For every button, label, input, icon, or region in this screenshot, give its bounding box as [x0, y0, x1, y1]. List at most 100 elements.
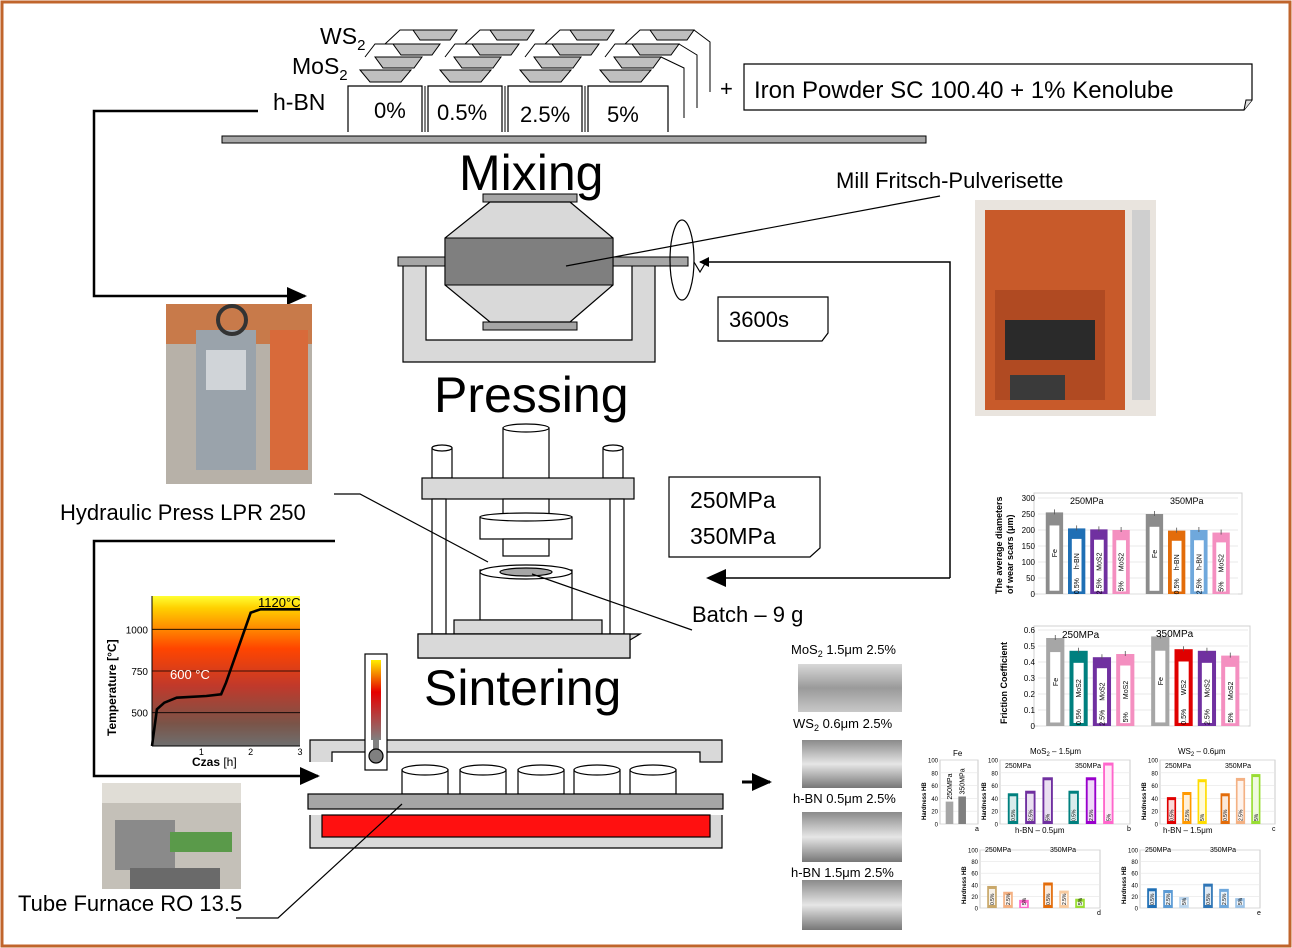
ytick: 0 — [1031, 722, 1036, 731]
flow-arrow-to-furnace — [92, 539, 335, 785]
sample-photo-mos2 — [798, 664, 902, 712]
temperature-xtick: 1 — [199, 747, 204, 757]
bar-inner — [1178, 661, 1189, 723]
bar-label: h-BN — [1074, 553, 1081, 569]
hardness-ylabel: Hardness HB — [922, 782, 928, 820]
hardness-bar-inner — [1087, 780, 1095, 821]
ytick: 0.6 — [1024, 626, 1036, 635]
temperature-ytick: 500 — [131, 709, 148, 720]
ytick: 0.3 — [1024, 674, 1036, 683]
hardness-bar-inner — [1027, 793, 1034, 821]
hardness-bar-inner — [1252, 777, 1259, 821]
hbn-label: h-BN — [273, 89, 325, 115]
ytick: 40 — [991, 797, 998, 803]
stage-sintering: Sintering — [424, 660, 621, 716]
hardness-bar-inner — [1168, 800, 1175, 821]
hardness-title-hbn-05: h-BN – 0.5μm — [1015, 826, 1065, 835]
plus-sign: + — [720, 76, 733, 101]
ytick: 80 — [1151, 771, 1158, 777]
ytick: 150 — [1022, 542, 1036, 551]
hardness-bar-label: 250MPa — [947, 773, 954, 799]
ytick: 0.2 — [1024, 690, 1036, 699]
sample-label-ws2: WS2 0.6μm 2.5% — [793, 716, 893, 733]
bar-pct-label: 2.5% — [1196, 578, 1203, 594]
hardness-group-label: 250MPa — [1005, 763, 1031, 770]
bar-inner — [1194, 540, 1204, 592]
bar-label: MoS2 — [1119, 553, 1126, 571]
hardness-bar-inner — [1070, 793, 1077, 821]
mos2-label: MoS2 — [292, 53, 348, 84]
press — [417, 423, 643, 659]
ytick: 60 — [971, 872, 978, 878]
ytick: 80 — [971, 860, 978, 866]
hardness-bar-inner — [988, 888, 996, 905]
hardness-ylabel: Hardness HB — [1142, 782, 1148, 820]
stage-pressing: Pressing — [434, 367, 629, 423]
sample-label-mos2: MoS2 1.5μm 2.5% — [791, 642, 896, 659]
hardness-pct-label: 0.5% — [1223, 809, 1229, 821]
sample-label-hbn-15: h-BN 1.5μm 2.5% — [791, 865, 894, 880]
ytick: 200 — [1022, 526, 1036, 535]
ytick: 0.4 — [1024, 658, 1036, 667]
hardness-bar — [958, 796, 966, 824]
ytick: 20 — [1131, 895, 1138, 901]
hardness-pct-label: 2.5% — [1062, 893, 1068, 905]
press-callout — [334, 493, 489, 563]
ytick: 40 — [971, 883, 978, 889]
loop-arrow-top — [699, 257, 951, 578]
bin-label-1: 0.5% — [437, 100, 487, 125]
friction-group-350: 350MPa — [1156, 629, 1194, 640]
ytick: 0 — [995, 823, 999, 829]
temperature-xlabel: Czas [h] — [192, 755, 237, 769]
hardness-bar-inner — [1236, 901, 1244, 906]
bar-inner — [1071, 538, 1082, 592]
hardness-bar-inner — [1183, 795, 1190, 821]
hardness-pct-label: 0.5% — [1170, 809, 1176, 821]
temperature-peak-annotation: 1120°C — [258, 595, 301, 610]
hardness-bar-inner — [1237, 780, 1244, 821]
hardness-pct-label: 5% — [1106, 813, 1112, 821]
hardness-title-hbn-15: h-BN – 1.5μm — [1163, 826, 1213, 835]
sample-photo-ws2 — [802, 740, 902, 788]
hardness-pct-label: 2.5% — [1166, 893, 1172, 905]
hardness-pct-label: 0.5% — [1150, 893, 1156, 905]
ytick: 100 — [1148, 759, 1159, 765]
ytick: 80 — [991, 771, 998, 777]
ytick: 60 — [931, 784, 938, 790]
hardness-pct-label: 0.5% — [1206, 893, 1212, 905]
hardness-pct-label: 2.5% — [1185, 809, 1191, 821]
mill-label: Mill Fritsch-Pulverisette — [836, 168, 1063, 193]
bar-inner — [1094, 539, 1104, 592]
ytick: 60 — [991, 784, 998, 790]
hardness-bar — [945, 801, 954, 824]
hardness-pct-label: 0.5% — [1072, 809, 1078, 821]
hardness-bar-inner — [1164, 893, 1172, 905]
hardness-bar-inner — [1060, 893, 1068, 905]
hardness-pct-label: 5% — [1046, 813, 1052, 821]
photo-furnace — [102, 783, 241, 889]
hardness-group-label: 350MPa — [1075, 763, 1101, 770]
hardness-pct-label: 5% — [1200, 813, 1206, 821]
bar-label: Fe — [1158, 677, 1165, 685]
hardness-pct-label: 5% — [1022, 897, 1028, 905]
ytick: 0.1 — [1024, 706, 1036, 715]
time-box: 3600s — [717, 296, 829, 342]
hardness-pct-label: 2.5% — [1089, 809, 1095, 821]
bar-inner — [1073, 662, 1084, 723]
temperature-hold-annotation: 600 °C — [170, 667, 210, 682]
sample-photos — [798, 664, 902, 930]
furnace — [307, 653, 724, 849]
plot-area — [979, 849, 1101, 909]
ytick: 40 — [1151, 797, 1158, 803]
chart-letter: a — [975, 826, 979, 833]
hardness-pct-label: 0.5% — [990, 893, 996, 905]
furnace-label: Tube Furnace RO 13.5 — [18, 891, 242, 916]
material-bins — [221, 29, 927, 144]
ytick: 100 — [968, 849, 979, 855]
chart-letter: b — [1127, 826, 1131, 833]
